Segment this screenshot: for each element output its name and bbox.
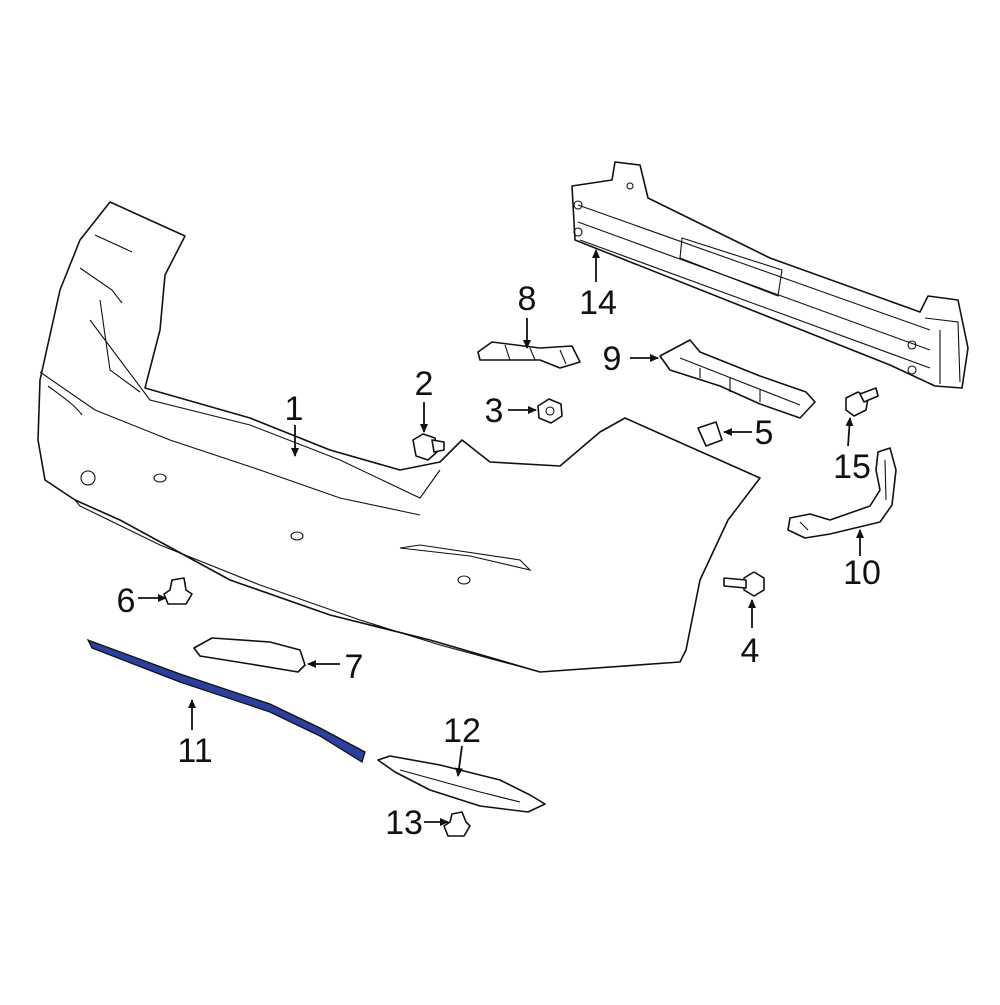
part-15-bolt (845, 387, 879, 417)
callout-labels: 1 2 3 4 5 6 7 8 9 10 11 12 13 14 15 (117, 280, 881, 842)
part-8-bracket (477, 341, 581, 369)
callout-12: 12 (443, 712, 481, 750)
part-9-side-bracket (659, 339, 816, 419)
callout-4: 4 (741, 632, 760, 670)
callout-7: 7 (345, 648, 364, 686)
arrow-15 (845, 417, 854, 447)
part-11-molding-highlighted (86, 638, 366, 763)
part-10-side-bracket (787, 447, 897, 539)
part-4-bolt (723, 571, 765, 597)
callout-15: 15 (833, 448, 871, 486)
part-14-reinforcement-beam (571, 161, 969, 389)
part-13-clip (443, 811, 471, 837)
callout-6: 6 (117, 582, 136, 620)
arrow-12 (455, 745, 464, 777)
part-12-lower-garnish (377, 755, 546, 813)
callout-1: 1 (285, 390, 304, 428)
part-7-reflector (193, 637, 306, 673)
callout-8: 8 (518, 280, 537, 318)
leader-arrows (138, 249, 864, 826)
part-3-nut (537, 398, 563, 424)
callout-14: 14 (579, 284, 617, 322)
part-5-clip (697, 421, 723, 447)
callout-5: 5 (755, 414, 774, 452)
callout-13: 13 (385, 804, 423, 842)
callout-11: 11 (177, 732, 212, 770)
callout-10: 10 (843, 554, 881, 592)
part-1-bumper-cover (37, 201, 761, 673)
callout-3: 3 (485, 392, 504, 430)
part-6-clip (163, 577, 193, 605)
callout-9: 9 (603, 340, 622, 378)
callout-2: 2 (415, 365, 434, 403)
part-2-fastener (412, 433, 445, 461)
